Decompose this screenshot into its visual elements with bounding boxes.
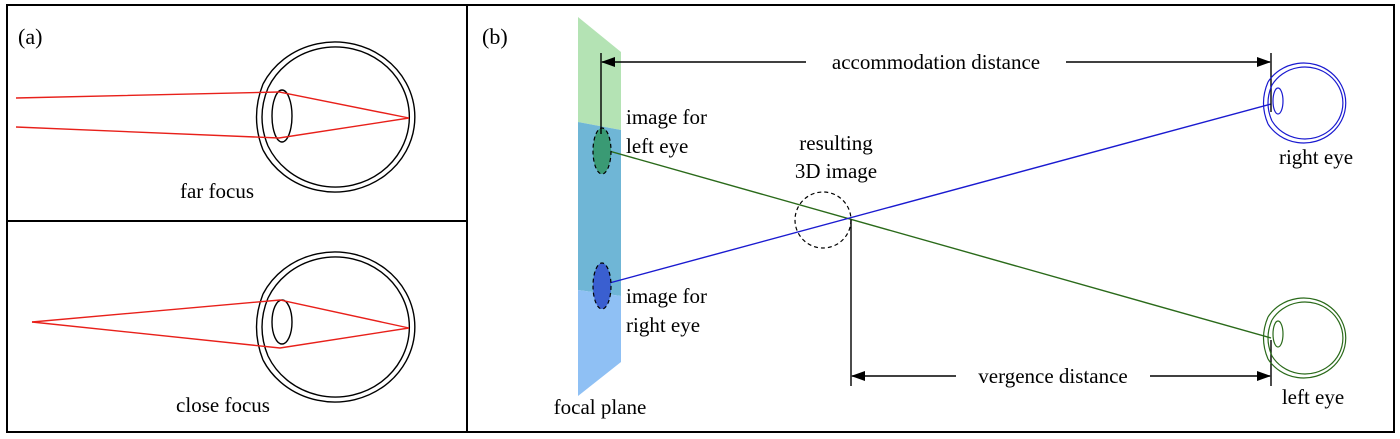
eye-outline-top: [255, 41, 416, 193]
far-focus-caption: far focus: [180, 179, 254, 203]
accommodation-distance-label: accommodation distance: [832, 50, 1040, 74]
outer-frame: [6, 4, 1395, 433]
vergence-distance-label: vergence distance: [978, 364, 1127, 388]
right-eye: [1262, 62, 1347, 144]
right-eye-lens: [1272, 87, 1284, 115]
image-for-right-eye-marker: [592, 262, 612, 310]
focal-plane-teal-region: [578, 122, 621, 296]
ray-top-lower: [15, 117, 410, 139]
image-right-eye-label-line1: image for: [626, 284, 707, 308]
resulting-image-label-line2: 3D image: [795, 159, 877, 183]
right-eye-sight-line: [601, 103, 1272, 286]
ray-top-upper: [15, 91, 410, 119]
panel-b-label: (b): [482, 24, 508, 49]
right-eye-label: right eye: [1279, 145, 1353, 169]
close-focus-eye-diagram: [31, 251, 416, 403]
image-for-left-eye-marker: [592, 127, 612, 175]
focal-plane-label: focal plane: [554, 395, 647, 419]
lens-bottom: [271, 299, 293, 345]
focal-plane-blue-region: [578, 290, 621, 396]
lens-top: [271, 89, 293, 143]
focal-plane-green-region: [578, 17, 621, 130]
left-eye-sight-line: [601, 148, 1272, 339]
vergence-distance-indicator: vergence distance: [850, 220, 1272, 388]
resulting-image-label-line1: resulting: [799, 131, 873, 155]
left-eye-lens: [1272, 320, 1284, 348]
far-focus-eye-diagram: [15, 41, 416, 193]
close-focus-caption: close focus: [176, 393, 270, 417]
focal-plane: [578, 17, 621, 396]
image-left-eye-label-line1: image for: [626, 105, 707, 129]
image-right-eye-label-line2: right eye: [626, 313, 700, 337]
left-eye: [1262, 297, 1347, 379]
image-left-eye-label-line2: left eye: [626, 134, 688, 158]
ray-bottom-upper: [31, 299, 410, 329]
accommodation-distance-indicator: accommodation distance: [600, 50, 1272, 134]
ray-bottom-lower: [31, 321, 410, 349]
eye-outline-bottom: [255, 251, 416, 403]
panel-a-label: (a): [18, 24, 42, 49]
left-eye-label: left eye: [1282, 385, 1344, 409]
